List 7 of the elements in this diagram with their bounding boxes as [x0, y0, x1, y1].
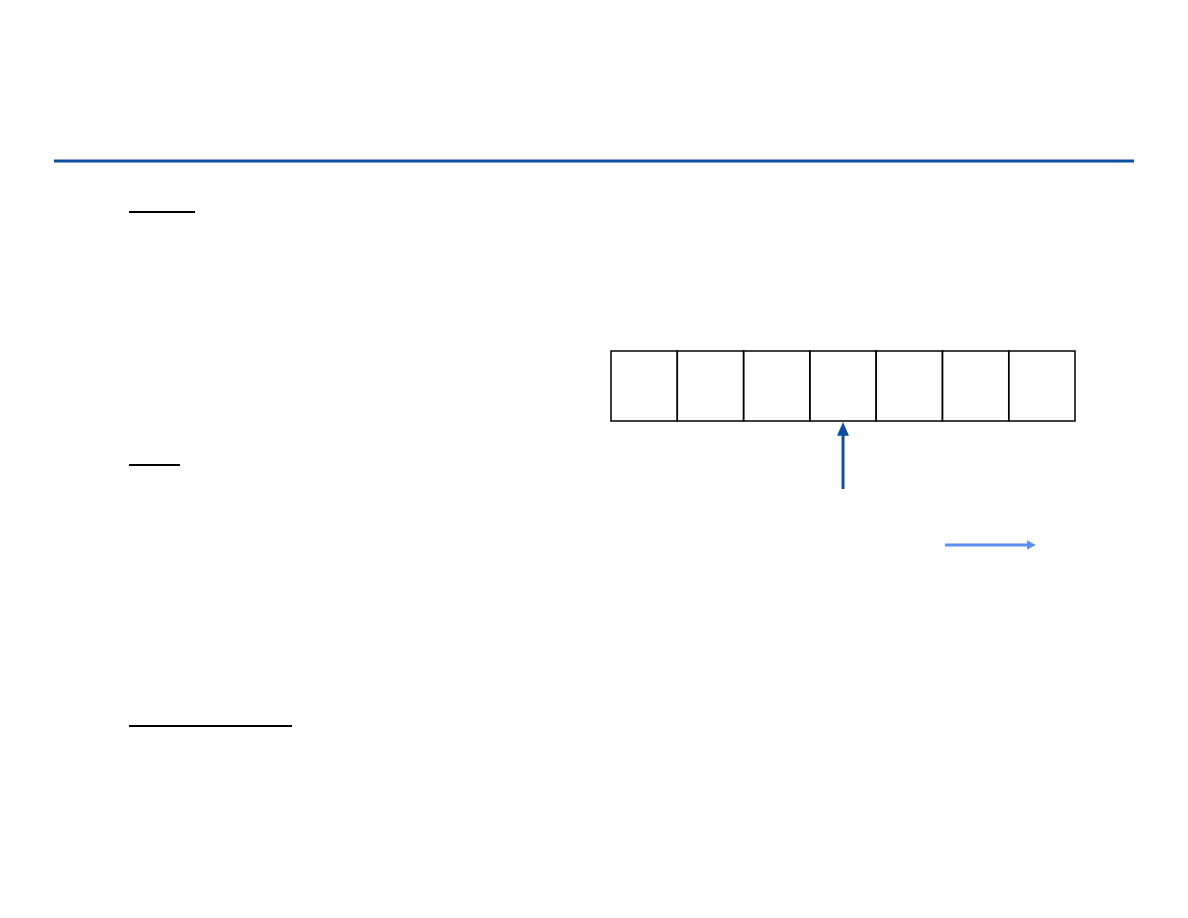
cell-box — [941, 350, 1010, 422]
cell-box — [875, 350, 944, 422]
cell-box — [676, 350, 745, 422]
cell-box — [742, 350, 811, 422]
cell-box — [1008, 350, 1076, 422]
cell-box — [610, 350, 679, 422]
cell-box — [809, 350, 877, 422]
